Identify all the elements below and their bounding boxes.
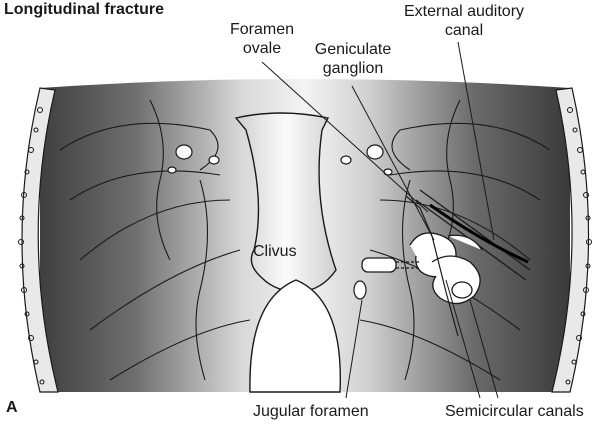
foramen-magnum: [249, 279, 342, 393]
leader-lines: [261, 41, 499, 399]
right-foramina: [340, 144, 393, 176]
panel-letter: A: [6, 399, 18, 416]
left-petrous-contours: [59, 99, 251, 381]
label-geniculate-ganglion-line1: Geniculate: [314, 41, 392, 58]
label-external-auditory-canal: External auditory canal: [384, 2, 544, 40]
label-geniculate-ganglion: Geniculate ganglion: [303, 40, 403, 78]
left-foramina: [167, 144, 220, 174]
label-external-auditory-canal-line1: External auditory: [403, 3, 525, 20]
right-diploe-dots: [565, 107, 592, 385]
jugular-foramen-mark: [353, 280, 367, 300]
label-clivus: Clivus: [253, 243, 297, 260]
label-foramen-ovale: Foramen ovale: [222, 20, 302, 58]
label-external-auditory-canal-line2: canal: [444, 22, 484, 39]
label-semicircular-canals: Semicircular canals: [445, 403, 584, 420]
left-skull-edge: [21, 87, 59, 393]
left-diploe-dots: [18, 107, 45, 385]
right-skull-edge: [551, 87, 590, 393]
figure-title: Longitudinal fracture: [4, 1, 164, 18]
label-foramen-ovale-line1: Foramen: [229, 21, 295, 38]
label-foramen-ovale-line2: ovale: [242, 40, 282, 57]
label-jugular-foramen: Jugular foramen: [253, 403, 369, 420]
semicircular-canals: [361, 232, 483, 305]
label-geniculate-ganglion-line2: ganglion: [322, 60, 384, 77]
